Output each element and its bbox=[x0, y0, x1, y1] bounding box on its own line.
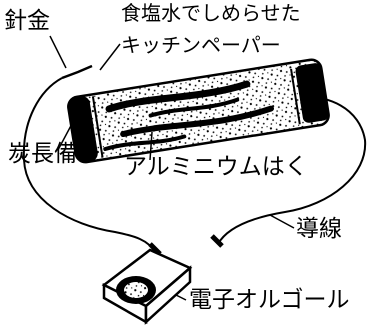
label-music-box: 電子オルゴール bbox=[189, 287, 350, 313]
charcoal-cylinder bbox=[67, 58, 330, 164]
music-box bbox=[101, 248, 193, 325]
label-aluminum-foil: アルミニウムはく bbox=[124, 154, 308, 180]
wire-wrap bbox=[61, 64, 93, 80]
foil-streak bbox=[103, 134, 187, 152]
right-end-cap bbox=[295, 63, 329, 123]
left-lead-wire bbox=[22, 77, 156, 253]
leader-wire bbox=[49, 35, 67, 69]
leader-lead bbox=[269, 214, 295, 229]
label-paper-towel-line2: キッチンペーパー bbox=[121, 33, 281, 57]
right-clip bbox=[210, 234, 224, 248]
right-lead-wire bbox=[217, 95, 367, 245]
foil-streak bbox=[120, 105, 274, 138]
label-wire: 針金 bbox=[4, 8, 50, 34]
leader-towel bbox=[99, 43, 121, 71]
leader-foil bbox=[149, 131, 153, 161]
label-charcoal: 炭長備 bbox=[8, 141, 77, 167]
left-end-cap bbox=[68, 96, 98, 163]
label-lead-wire: 導線 bbox=[296, 216, 342, 242]
leader-charcoal bbox=[57, 119, 75, 151]
left-clip bbox=[148, 242, 162, 256]
label-paper-towel-line1: 食塩水でしめらせた bbox=[121, 1, 301, 25]
foil-streak bbox=[148, 97, 240, 118]
foil-streak bbox=[105, 80, 251, 113]
